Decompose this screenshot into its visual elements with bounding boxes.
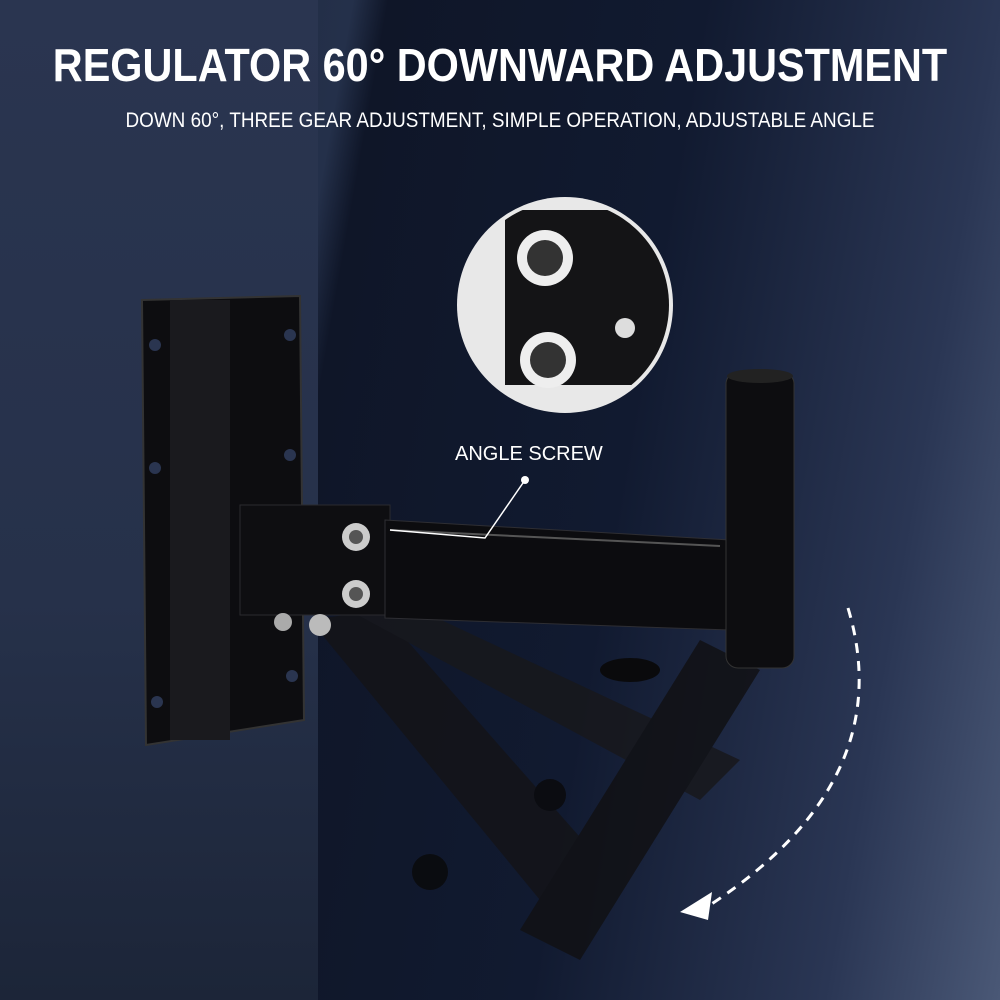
page-title: REGULATOR 60° DOWNWARD ADJUSTMENT: [52, 39, 948, 91]
wall-plate: [140, 294, 306, 747]
bracket-arm: [239, 369, 795, 682]
rotation-arrow-icon: [680, 607, 861, 920]
page-subtitle: DOWN 60°, THREE GEAR ADJUSTMENT, SIMPLE …: [125, 109, 875, 132]
angle-screw-zoom-inset: [457, 197, 673, 413]
callout-pointer: [389, 476, 529, 539]
angle-screw-label: ANGLE SCREW: [455, 443, 603, 465]
lowered-arm-positions: [310, 600, 760, 960]
